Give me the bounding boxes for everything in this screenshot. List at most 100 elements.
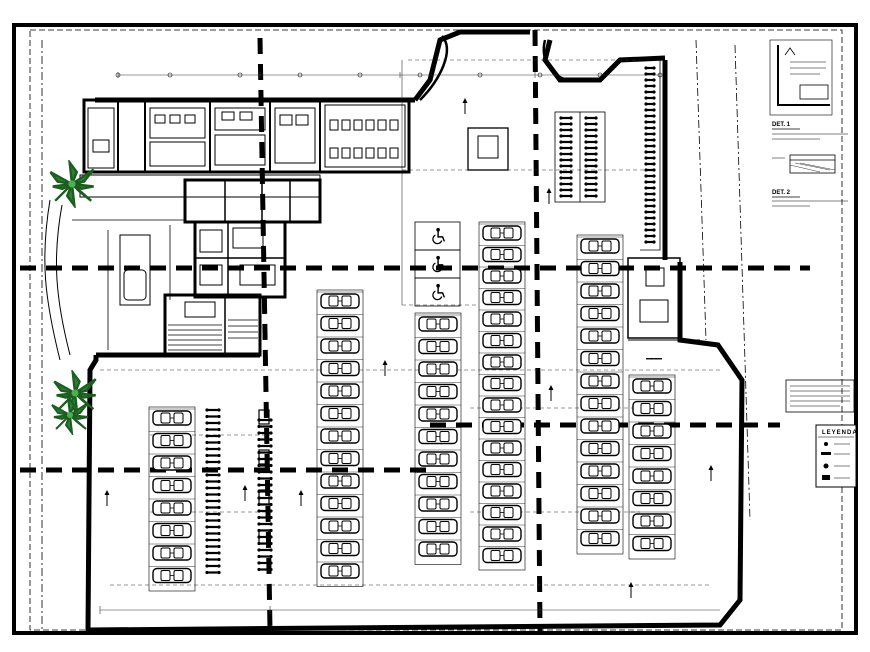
motorcycle-icon — [584, 128, 598, 132]
car-icon — [482, 526, 522, 542]
reception-kiosk — [467, 127, 509, 171]
car-icon — [152, 545, 192, 561]
car-icon — [152, 567, 192, 584]
car-icon — [482, 289, 522, 306]
motorcycle-icon — [644, 90, 656, 94]
car-icon — [580, 350, 620, 367]
car-icon — [418, 383, 458, 400]
arrow-icon — [104, 490, 110, 506]
car-icon — [482, 483, 522, 499]
car-icon — [418, 518, 458, 535]
motorcycle-icon — [559, 152, 573, 156]
car-icon — [418, 451, 458, 467]
ramp-curve-east — [542, 39, 571, 82]
car-icon — [320, 563, 360, 579]
motorcycle-icon — [205, 466, 221, 471]
detail-1: DET. 1 — [769, 39, 848, 140]
car-icon — [320, 338, 360, 354]
car-icon — [580, 260, 620, 277]
car-icon — [320, 518, 360, 534]
car-icon — [482, 440, 522, 456]
motorcycle-icon — [205, 421, 221, 425]
car-icon — [418, 496, 458, 512]
motorcycle-icon — [644, 198, 656, 202]
car-icon — [152, 477, 192, 494]
car-icon — [152, 500, 192, 516]
car-icon — [580, 373, 620, 389]
motorcycle-icon — [644, 126, 656, 130]
accessible-parking — [414, 221, 461, 307]
arrow-icon — [382, 360, 388, 376]
car-icon — [418, 428, 458, 445]
motorcycle-spaces — [205, 66, 656, 575]
motorcycle-icon — [257, 450, 273, 455]
motorcycle-icon — [559, 116, 573, 120]
car-icon — [418, 338, 458, 355]
north-stall-block — [554, 59, 661, 251]
motorcycle-icon — [644, 222, 656, 226]
motorcycle-icon — [559, 188, 573, 192]
motorcycle-icon — [584, 158, 598, 162]
motorcycle-icon — [644, 234, 656, 238]
motorcycle-icon — [644, 120, 656, 124]
motorcycle-icon — [205, 473, 221, 477]
motorcycle-icon — [644, 138, 656, 142]
motorcycle-icon — [257, 535, 273, 539]
car-icon — [632, 445, 672, 462]
car-icon — [580, 283, 620, 299]
motorcycle-icon — [257, 437, 273, 442]
general-notes — [785, 379, 855, 413]
detail-2: DET. 2 — [772, 154, 848, 207]
car-icon — [632, 535, 672, 552]
column-markers — [115, 72, 663, 545]
motorcycle-icon — [205, 538, 221, 542]
motorcycle-icon — [644, 240, 656, 244]
motorcycle-icon — [559, 164, 573, 168]
arrow-icon — [242, 485, 248, 501]
arrow-icon — [708, 465, 714, 481]
motorcycle-icon — [257, 496, 273, 500]
motorcycle-icon — [205, 525, 221, 529]
arrow-icon — [628, 582, 634, 598]
car-icon — [482, 225, 522, 241]
motorcycle-icon — [584, 194, 598, 198]
car-icon — [418, 406, 458, 422]
car-icon — [580, 238, 620, 254]
motorcycle-icon — [205, 408, 221, 412]
motorcycle-icon — [257, 554, 273, 559]
motorcycle-icon — [584, 122, 598, 126]
service-block — [79, 98, 411, 357]
car-icon — [580, 440, 620, 457]
car-icon — [632, 468, 672, 484]
car-icon — [320, 473, 360, 489]
motorcycle-icon — [257, 444, 273, 448]
motorcycle-icon — [205, 434, 221, 438]
legend: LEYENDA — [815, 424, 857, 488]
car-icon — [482, 246, 522, 263]
motorcycle-icon — [205, 479, 221, 484]
car-icon — [482, 375, 522, 392]
motorcycle-icon — [584, 188, 598, 192]
car-icon — [580, 530, 620, 547]
motorcycle-icon — [205, 447, 221, 451]
car-icon — [632, 423, 672, 439]
motorcycle-icon — [644, 78, 656, 82]
car-icon — [418, 361, 458, 377]
car-icon — [482, 354, 522, 370]
reception-desk — [477, 135, 499, 159]
car-icon — [320, 293, 360, 309]
motorcycle-icon — [644, 96, 656, 100]
wheelchair-icon — [432, 283, 446, 301]
car-icon — [482, 418, 522, 435]
palm-tree-icon — [49, 161, 95, 207]
motorcycle-icon — [257, 489, 273, 494]
car-icon — [320, 360, 360, 377]
motorcycle-icon — [205, 453, 221, 458]
stair-core: ——— — [627, 257, 700, 363]
car-icon — [320, 450, 360, 467]
car-icon — [580, 485, 620, 502]
car-icon — [320, 405, 360, 422]
car-icon — [482, 332, 522, 349]
motorcycle-icon — [644, 168, 656, 172]
motorcycle-icon — [257, 431, 273, 435]
